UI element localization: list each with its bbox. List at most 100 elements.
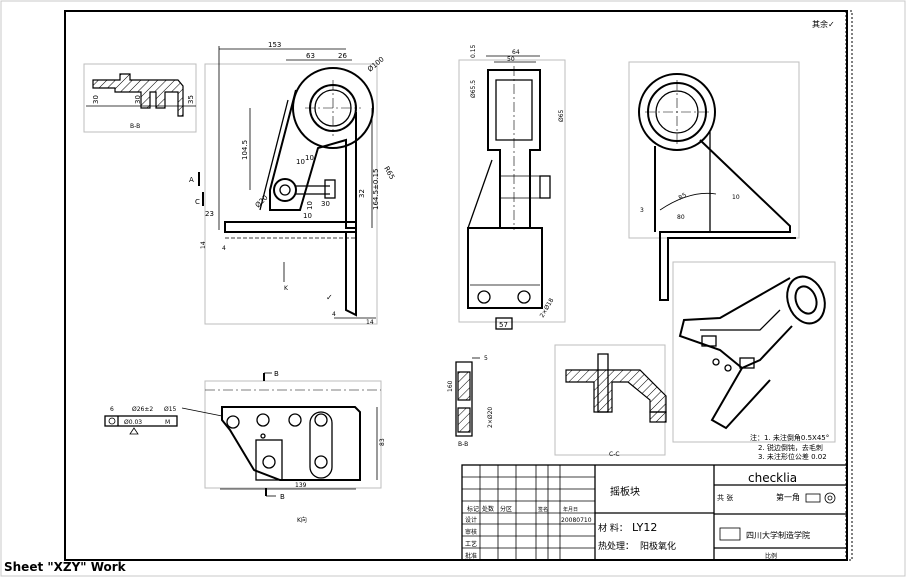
sheet-tab[interactable]: Sheet "XZY" Work xyxy=(4,560,126,574)
dim-text: 30 xyxy=(92,95,100,104)
dim-text: 57 xyxy=(499,321,508,329)
plan-view: B B 139 83 6 Ø26±2 Ø15 Ø0.03 M K向 xyxy=(104,370,386,524)
side-hole xyxy=(517,290,531,304)
dim-text: 30 xyxy=(134,95,142,104)
view-frame-iso xyxy=(672,261,836,443)
tb-row-label: 处数 xyxy=(482,505,494,513)
material-label: 材 料： xyxy=(598,522,628,534)
iso-hole xyxy=(724,364,732,372)
view-marker-c: C xyxy=(195,198,200,206)
dim-text: 164.5±0.15 xyxy=(372,169,380,211)
gdt-position-icon xyxy=(108,417,116,425)
view-label-k: K向 xyxy=(297,516,307,524)
dim-text: 10 xyxy=(732,194,740,201)
iso-tab xyxy=(701,335,717,347)
dim-text: 0.15 xyxy=(470,44,477,58)
dim-text: Ø65.5 xyxy=(470,80,477,98)
technical-notes: 注：1. 未注倒角0.5X45° 2. 锐边倒钝，去毛刺 3. 未注形位公差 0… xyxy=(750,433,829,461)
detail-cc-view: C-C xyxy=(554,344,667,458)
dim-text: 4 xyxy=(222,245,226,252)
boss-bore xyxy=(655,90,699,134)
side-inner xyxy=(495,79,533,141)
dim-text: 80 xyxy=(677,214,685,221)
roughness-mark-small: ✓ xyxy=(326,293,333,302)
detail-label: B-B xyxy=(458,441,468,448)
note-line-1: 注：1. 未注倒角0.5X45° xyxy=(750,433,829,442)
right-arm xyxy=(659,139,796,301)
plan-slot xyxy=(309,411,333,479)
tb-date: 20080710 xyxy=(561,517,592,524)
dim-box xyxy=(495,317,513,330)
gdt-datum: M xyxy=(165,419,170,426)
side-base xyxy=(467,227,543,309)
iso-leg xyxy=(710,367,771,430)
company-name: 四川大学制造学院 xyxy=(746,530,810,540)
count-label: 共 张 xyxy=(717,493,733,502)
view-marker-k: K xyxy=(284,285,289,292)
gdt-frame xyxy=(104,415,178,427)
detail-hatch xyxy=(457,371,471,401)
dim-text: 14 xyxy=(366,319,374,326)
radius-arc xyxy=(659,192,717,211)
dim-text: Ø100 xyxy=(366,55,386,73)
dim-text: 5 xyxy=(484,355,488,362)
section-label: B-B xyxy=(130,123,140,130)
dim-text: 139 xyxy=(295,482,307,489)
plan-outline xyxy=(221,406,361,481)
cc-rib xyxy=(597,353,609,413)
boss-outer xyxy=(638,73,716,151)
dim-text: 32 xyxy=(358,189,366,198)
arm-edge xyxy=(259,99,289,211)
dim-text: Ø20 xyxy=(254,194,270,210)
detail-body xyxy=(455,361,473,437)
cc-profile xyxy=(565,369,667,413)
side-rib xyxy=(467,159,493,229)
view-marker-b: B xyxy=(274,370,279,378)
dim-text: 14 xyxy=(200,241,207,249)
iso-edge xyxy=(700,309,781,331)
roughness-mark: 其余✓ xyxy=(812,19,835,29)
tb-row-label: 审核 xyxy=(465,528,477,536)
pivot-boss xyxy=(273,178,297,202)
isometric-view xyxy=(672,261,836,443)
plan-small-hole xyxy=(260,433,266,439)
tb-row-label: 标记 xyxy=(467,505,479,513)
dim-text: 10 xyxy=(306,201,314,210)
dim-text: R5 xyxy=(678,192,689,202)
material-value: LY12 xyxy=(632,521,657,534)
dim-text: 23 xyxy=(205,210,214,218)
dim-text: 153 xyxy=(268,41,281,49)
base-plate xyxy=(224,221,357,233)
plan-hole xyxy=(314,413,328,427)
iso-bore xyxy=(794,285,818,315)
side-view: 64 50 Ø65.5 0.15 Ø65 57 2×Ø18 xyxy=(458,44,566,330)
part-name: 摇板块 xyxy=(610,485,640,498)
view-frame-section xyxy=(83,63,197,133)
dim-text: 3 xyxy=(640,207,644,214)
detail-hatch xyxy=(457,407,471,433)
sheet-frame xyxy=(64,10,848,561)
projection-symbol-icon xyxy=(805,492,836,504)
checker-name: checklia xyxy=(748,471,797,485)
cc-foot xyxy=(649,411,667,423)
treatment-value: 阳极氧化 xyxy=(640,540,676,552)
dim-text: 64 xyxy=(512,49,520,56)
pin-head xyxy=(324,179,336,199)
dim-text: 35 xyxy=(187,95,195,104)
tb-row-label: 分区 xyxy=(500,505,512,513)
iso-hole xyxy=(712,358,720,366)
dim-text: 10 xyxy=(303,212,312,220)
plan-hole xyxy=(226,415,240,429)
right-view: 10 R5 80 3 xyxy=(628,61,800,301)
dim-text: 6 xyxy=(110,406,114,413)
detail-bb-view: 5 160 2×Ø20 B-B xyxy=(447,355,494,448)
leader-line xyxy=(181,407,223,417)
treatment-label: 热处理： xyxy=(598,540,634,552)
dim-text: 83 xyxy=(379,438,386,446)
arm-outline xyxy=(269,89,357,229)
company-logo-icon xyxy=(719,527,741,541)
dim-text: 63 xyxy=(306,52,315,60)
leg xyxy=(345,232,357,317)
dim-text: Ø15 xyxy=(164,406,177,413)
